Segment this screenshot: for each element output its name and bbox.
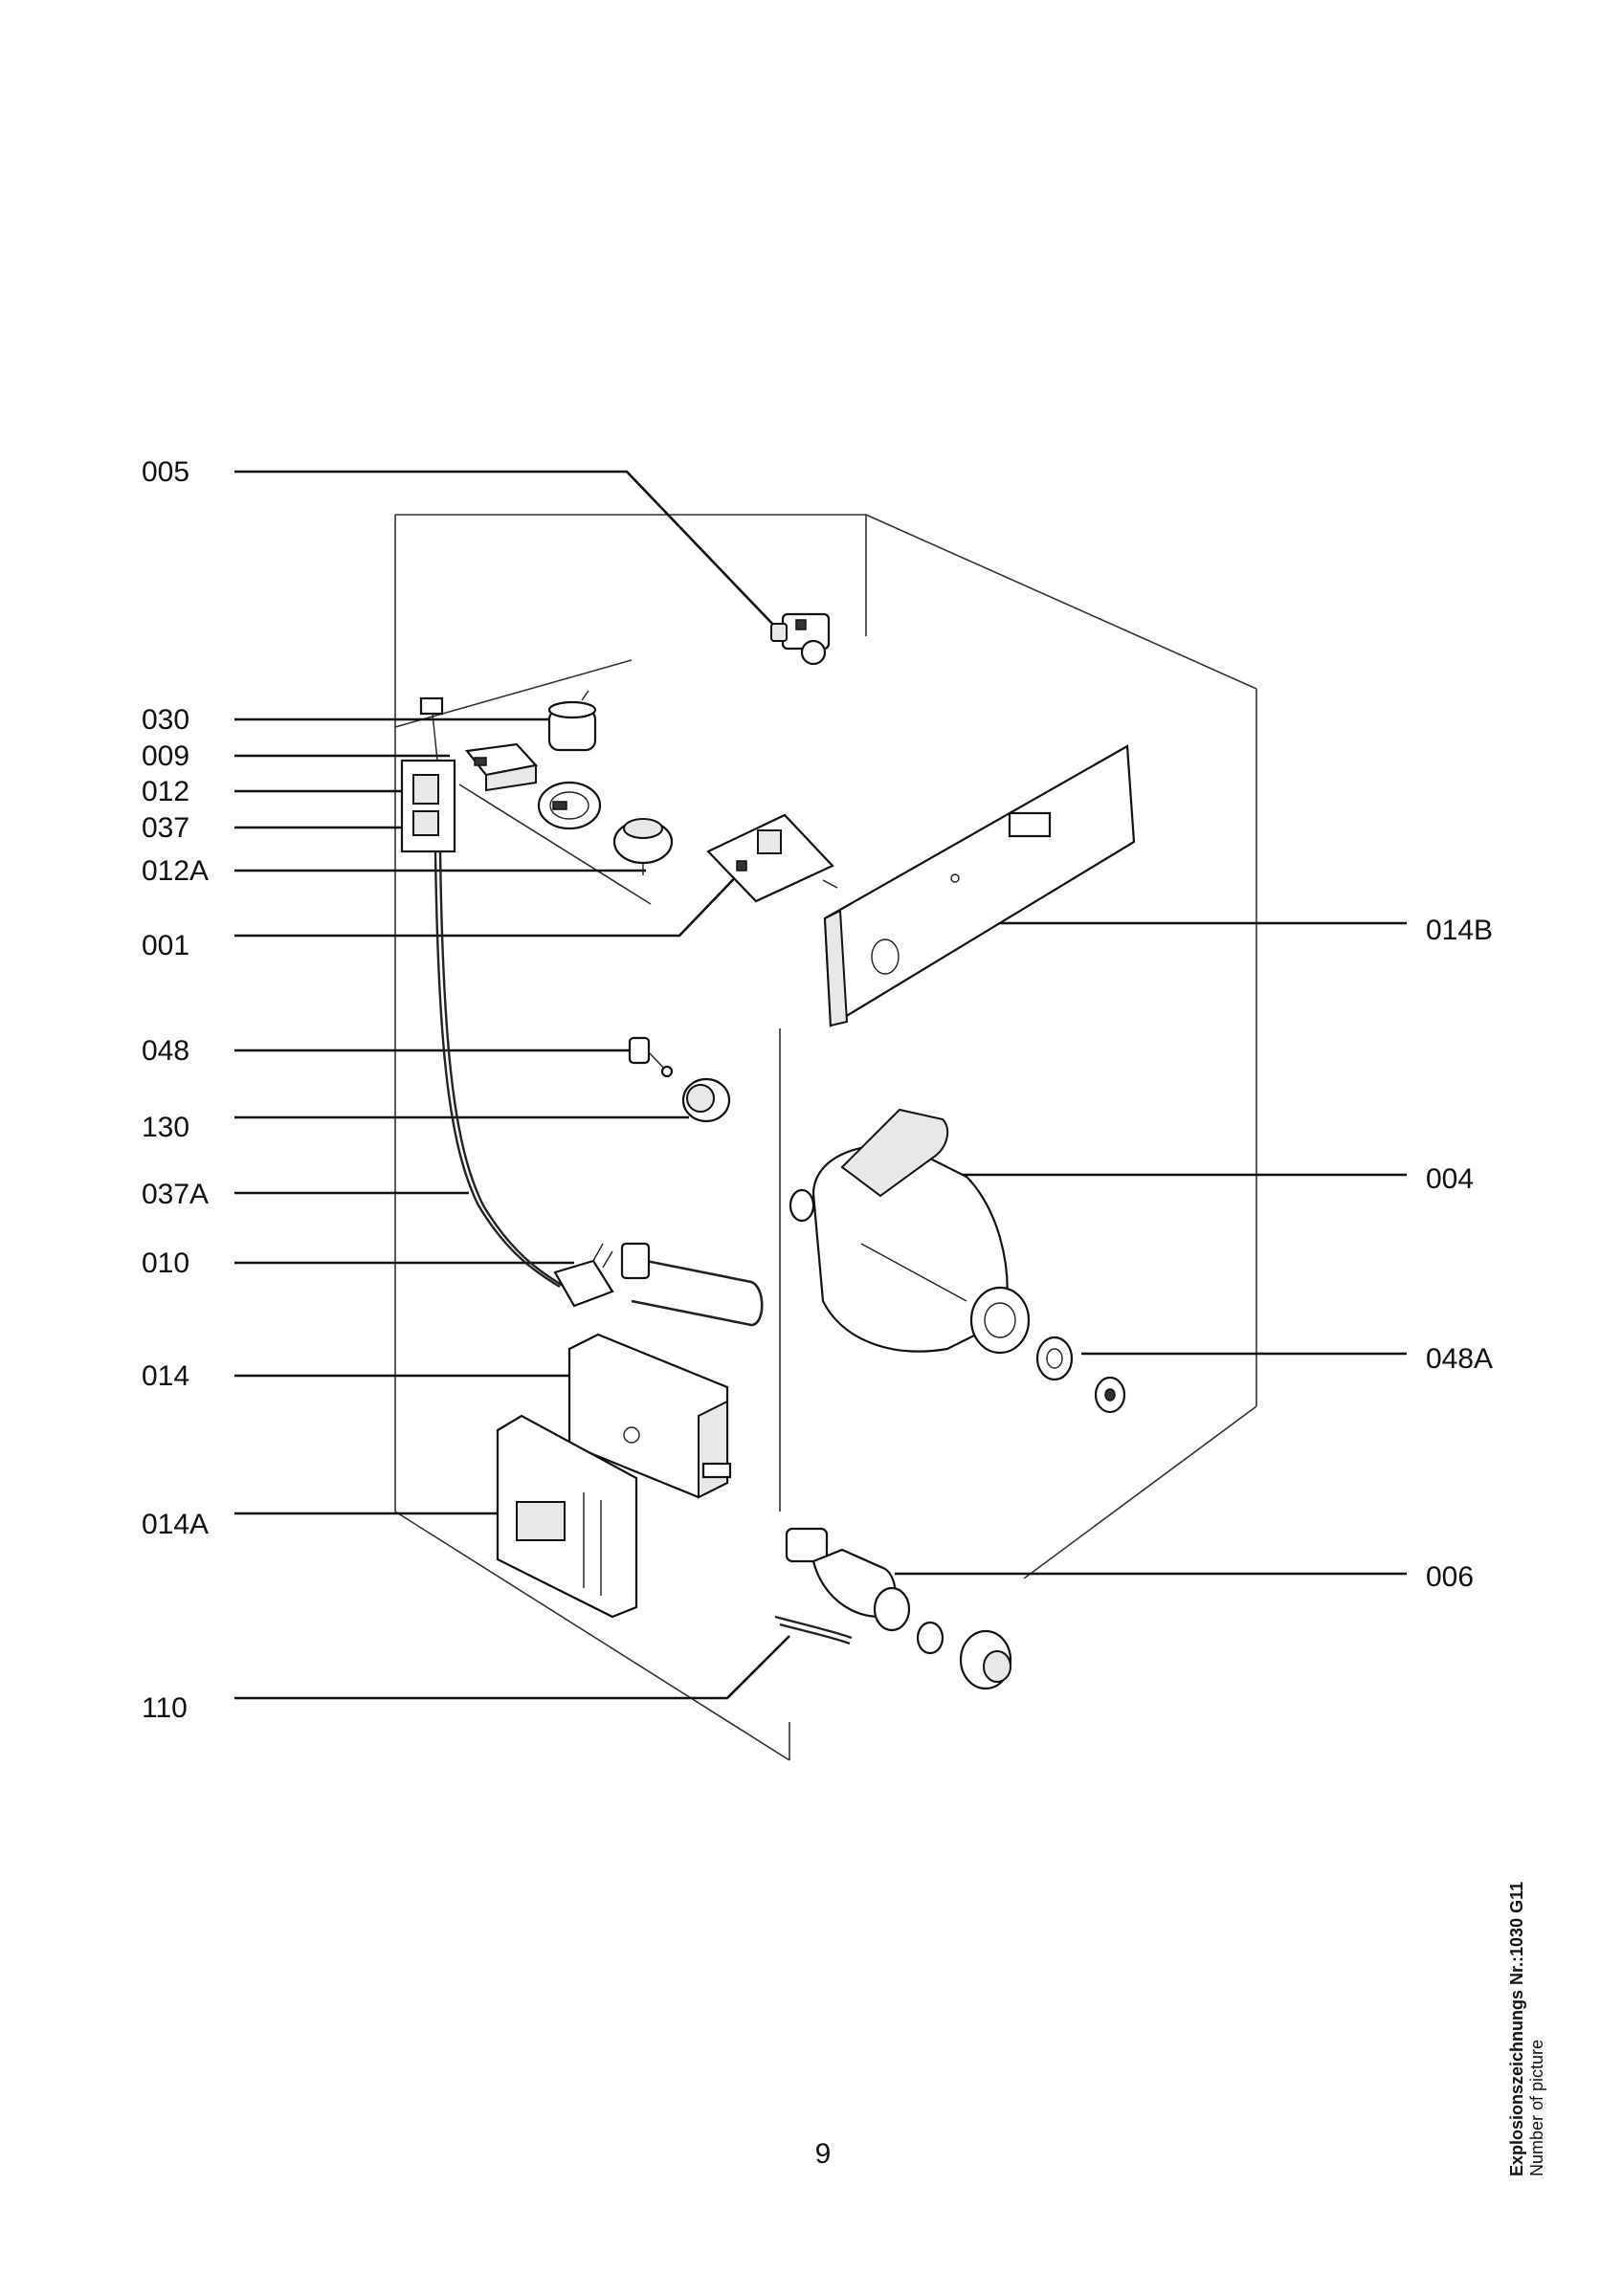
part-005-valve: [770, 612, 831, 666]
label-048: 048: [142, 1035, 189, 1067]
label-030: 030: [142, 704, 189, 736]
label-010: 010: [142, 1247, 189, 1279]
part-001-pcb: [706, 813, 838, 903]
part-012-timer: [537, 781, 602, 830]
part-048a-coupling: [1035, 1336, 1126, 1414]
part-037-bracket: [400, 696, 456, 853]
label-009: 009: [142, 740, 189, 772]
part-010-plug: [553, 1243, 614, 1308]
label-048a: 048A: [1426, 1343, 1493, 1375]
drawing-subtitle: Number of picture: [1527, 2039, 1546, 2176]
leader-lines: [234, 470, 1407, 1700]
label-130: 130: [142, 1112, 189, 1143]
cabinet-frame: [394, 514, 1257, 1761]
label-014b: 014B: [1426, 915, 1493, 946]
part-014b-control-panel: [823, 744, 1136, 1027]
part-labels: 005 030 009 012 037 012A 001 048 130 037…: [142, 456, 1493, 1724]
part-012a-pressure-switch: [612, 818, 674, 875]
page-number: 9: [814, 2138, 832, 2170]
drawing-number-note: Explosionszeichnungs Nr.:1030 G11 Number…: [1507, 1861, 1584, 2176]
label-004: 004: [1426, 1163, 1474, 1195]
part-009-switch: [464, 742, 539, 792]
label-014: 014: [142, 1360, 189, 1392]
drawing-title: Explosionszeichnungs Nr.:1030 G11: [1507, 1881, 1526, 2176]
part-014a-control-module: [496, 1414, 638, 1619]
part-037a-power-cord: [433, 850, 566, 1289]
part-014-pump-housing: [567, 1333, 732, 1499]
part-030-cap: [547, 690, 597, 752]
label-037a: 037A: [142, 1179, 209, 1210]
part-048-knob: [628, 1036, 674, 1078]
part-110-hose-clip: [774, 1615, 853, 1645]
label-037: 037: [142, 812, 189, 844]
label-110: 110: [142, 1692, 188, 1724]
part-004-drum-motor: [789, 1108, 1031, 1355]
label-012a: 012A: [142, 855, 209, 887]
label-012: 012: [142, 776, 189, 807]
label-014a: 014A: [142, 1509, 209, 1540]
label-006: 006: [1426, 1561, 1474, 1593]
part-heater-element: [620, 1242, 764, 1327]
label-005: 005: [142, 456, 189, 488]
part-006-drain-pump: [785, 1527, 1012, 1690]
label-001: 001: [142, 930, 189, 961]
part-130-knob-cap: [681, 1077, 731, 1123]
